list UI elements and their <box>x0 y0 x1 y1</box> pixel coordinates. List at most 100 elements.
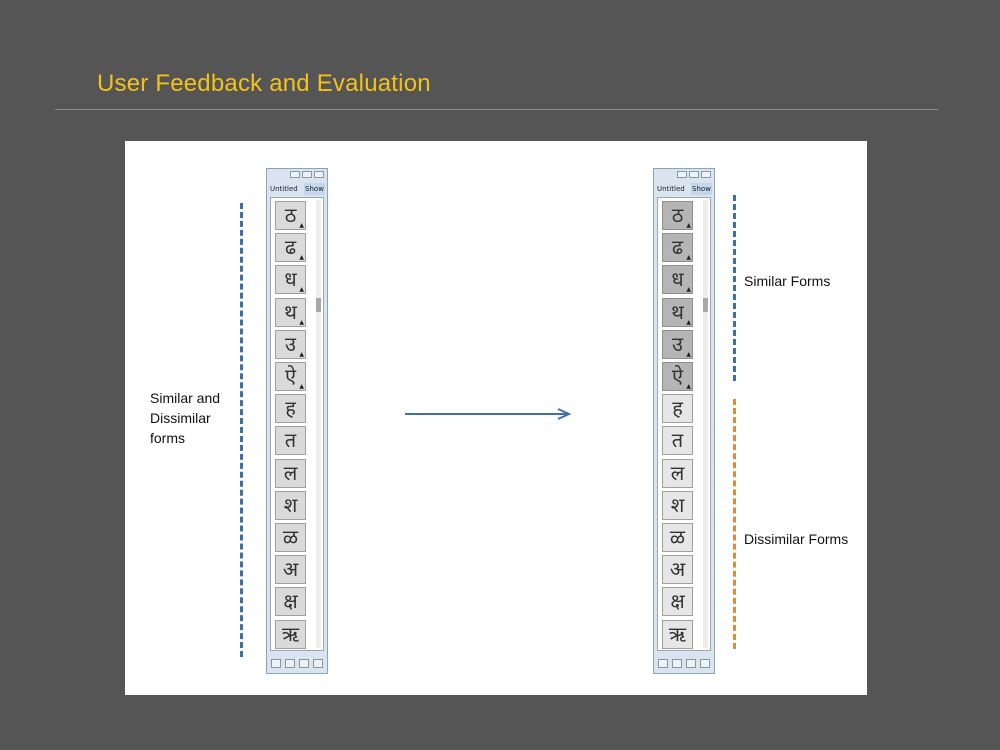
expand-triangle-icon[interactable]: ▲ <box>299 350 304 358</box>
glyph-tile[interactable]: क्ष <box>662 587 693 617</box>
glyph-tile[interactable]: ठ▲ <box>275 201 306 230</box>
glyph-tile[interactable]: ळ <box>275 523 306 552</box>
glyph-tile[interactable]: अ <box>275 555 306 585</box>
glyph-char: उ <box>672 331 683 356</box>
close-icon[interactable] <box>701 171 711 178</box>
expand-triangle-icon[interactable]: ▲ <box>686 350 691 358</box>
panel-footer <box>271 659 323 669</box>
footer-tool-icon[interactable] <box>271 659 281 668</box>
minimize-icon[interactable] <box>290 171 300 178</box>
panel-header: Untitled Show <box>656 183 712 195</box>
expand-triangle-icon[interactable]: ▲ <box>686 254 691 262</box>
glyph-tile[interactable]: ऐ▲ <box>275 362 306 391</box>
glyph-tile[interactable]: श <box>662 490 693 520</box>
glyph-char: ळ <box>669 525 686 549</box>
footer-tool-icon[interactable] <box>658 659 668 668</box>
glyph-tile[interactable]: ध▲ <box>275 265 306 295</box>
title-divider <box>55 109 938 110</box>
glyph-char: ठ <box>671 203 684 227</box>
glyph-char: श <box>283 492 298 517</box>
label-line: Similar and <box>150 390 221 406</box>
glyph-char: ल <box>283 460 298 485</box>
label-line: Dissimilar <box>150 410 211 426</box>
glyph-char: ह <box>285 396 296 421</box>
glyph-tile[interactable]: थ▲ <box>275 297 306 327</box>
glyph-char: अ <box>282 557 299 582</box>
footer-trash-icon[interactable] <box>313 659 323 668</box>
expand-triangle-icon[interactable]: ▲ <box>299 254 304 262</box>
expand-triangle-icon[interactable]: ▲ <box>299 383 304 390</box>
expand-triangle-icon[interactable]: ▲ <box>686 318 691 326</box>
glyph-tile[interactable]: ल <box>662 458 693 488</box>
glyph-char: त <box>284 428 297 453</box>
scrollbar[interactable] <box>703 200 708 648</box>
glyph-char: श <box>670 492 685 517</box>
glyph-tile[interactable]: अ <box>662 555 693 585</box>
glyph-tile[interactable]: ल <box>275 458 306 488</box>
footer-text-icon[interactable] <box>299 659 309 668</box>
footer-chart-icon[interactable] <box>285 659 295 668</box>
glyph-tile[interactable]: ळ <box>662 523 693 552</box>
glyph-char: ढ <box>284 235 297 260</box>
expand-triangle-icon[interactable]: ▲ <box>686 222 691 229</box>
close-icon[interactable] <box>314 171 324 178</box>
expand-triangle-icon[interactable]: ▲ <box>299 318 304 326</box>
glyph-char: ध <box>284 267 297 292</box>
scrollbar[interactable] <box>316 200 321 648</box>
glyph-tile[interactable]: ध▲ <box>662 265 693 295</box>
window-controls <box>290 171 324 178</box>
glyph-char: ढ <box>671 235 684 260</box>
glyph-char: क्ष <box>670 589 685 614</box>
minimize-icon[interactable] <box>677 171 687 178</box>
expand-triangle-icon[interactable]: ▲ <box>299 222 304 229</box>
glyph-tile[interactable]: ऋ <box>662 619 693 649</box>
glyph-tile[interactable]: उ▲ <box>275 329 306 359</box>
glyph-char: ठ <box>284 203 297 227</box>
glyph-char: ल <box>670 460 685 485</box>
glyph-char: उ <box>285 331 296 356</box>
scrollbar-thumb[interactable] <box>703 298 708 312</box>
glyph-tile[interactable]: त <box>662 426 693 456</box>
glyph-tile[interactable]: त <box>275 426 306 456</box>
glyph-char: क्ष <box>283 589 298 614</box>
footer-text-icon[interactable] <box>686 659 696 668</box>
tab-untitled[interactable]: Untitled <box>270 185 298 193</box>
glyph-tile[interactable]: ऐ▲ <box>662 362 693 391</box>
expand-triangle-icon[interactable]: ▲ <box>299 286 304 294</box>
arrow-right-icon <box>405 408 572 420</box>
expand-triangle-icon[interactable]: ▲ <box>686 286 691 294</box>
dissimilar-forms-label: Dissimilar Forms <box>744 531 849 547</box>
glyph-tile[interactable]: ह <box>662 394 693 424</box>
glyph-char: ध <box>671 267 684 292</box>
glyph-char: अ <box>669 557 686 582</box>
window-controls <box>677 171 711 178</box>
glyph-char: ऐ <box>284 364 297 388</box>
glyph-tile[interactable]: उ▲ <box>662 329 693 359</box>
glyph-tile[interactable]: ढ▲ <box>662 233 693 263</box>
slide-title: User Feedback and Evaluation <box>97 70 431 97</box>
show-button[interactable]: Show <box>691 183 712 195</box>
maximize-icon[interactable] <box>689 171 699 178</box>
similar-dissimilar-label: Similar and Dissimilar forms <box>150 388 220 448</box>
footer-chart-icon[interactable] <box>672 659 682 668</box>
expand-triangle-icon[interactable]: ▲ <box>686 383 691 390</box>
maximize-icon[interactable] <box>302 171 312 178</box>
scrollbar-thumb[interactable] <box>316 298 321 312</box>
show-button[interactable]: Show <box>304 183 325 195</box>
glyph-char: ळ <box>282 525 299 549</box>
footer-trash-icon[interactable] <box>700 659 710 668</box>
glyph-tile[interactable]: ऋ <box>275 619 306 649</box>
dissimilar-forms-bracket <box>733 399 736 649</box>
glyph-tile[interactable]: ठ▲ <box>662 201 693 230</box>
glyph-char: त <box>671 428 684 453</box>
glyph-tile[interactable]: श <box>275 490 306 520</box>
glyph-tile[interactable]: ह <box>275 394 306 424</box>
glyph-tile[interactable]: क्ष <box>275 587 306 617</box>
glyph-tile[interactable]: थ▲ <box>662 297 693 327</box>
glyph-tile[interactable]: ढ▲ <box>275 233 306 263</box>
tab-untitled[interactable]: Untitled <box>657 185 685 193</box>
similar-forms-label: Similar Forms <box>744 273 831 289</box>
